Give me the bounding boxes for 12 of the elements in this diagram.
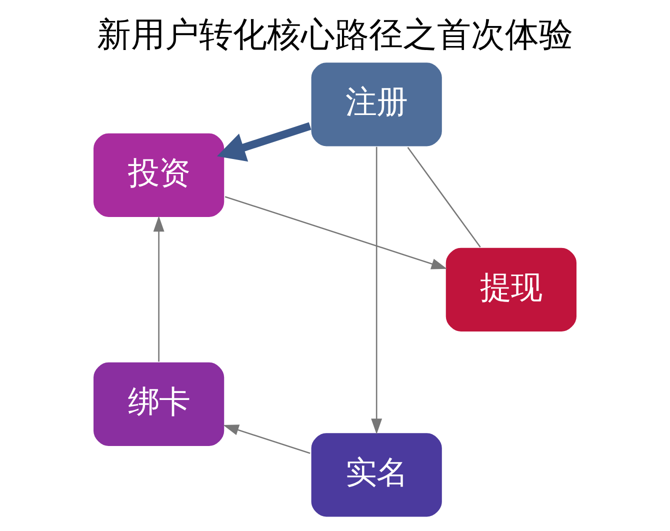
node-box: 实名 [310, 432, 444, 518]
arrow [223, 424, 310, 454]
connector [407, 146, 481, 248]
node-box: 投资 [92, 132, 226, 218]
diagram-title: 新用户转化核心路径之首次体验 [97, 15, 573, 56]
node-box: 提现 [444, 246, 578, 333]
node-box: 绑卡 [92, 361, 226, 448]
arrow [216, 122, 312, 162]
arrow [224, 196, 448, 270]
node-box: 注册 [310, 61, 444, 148]
arrow [153, 216, 164, 362]
arrow [371, 146, 382, 434]
